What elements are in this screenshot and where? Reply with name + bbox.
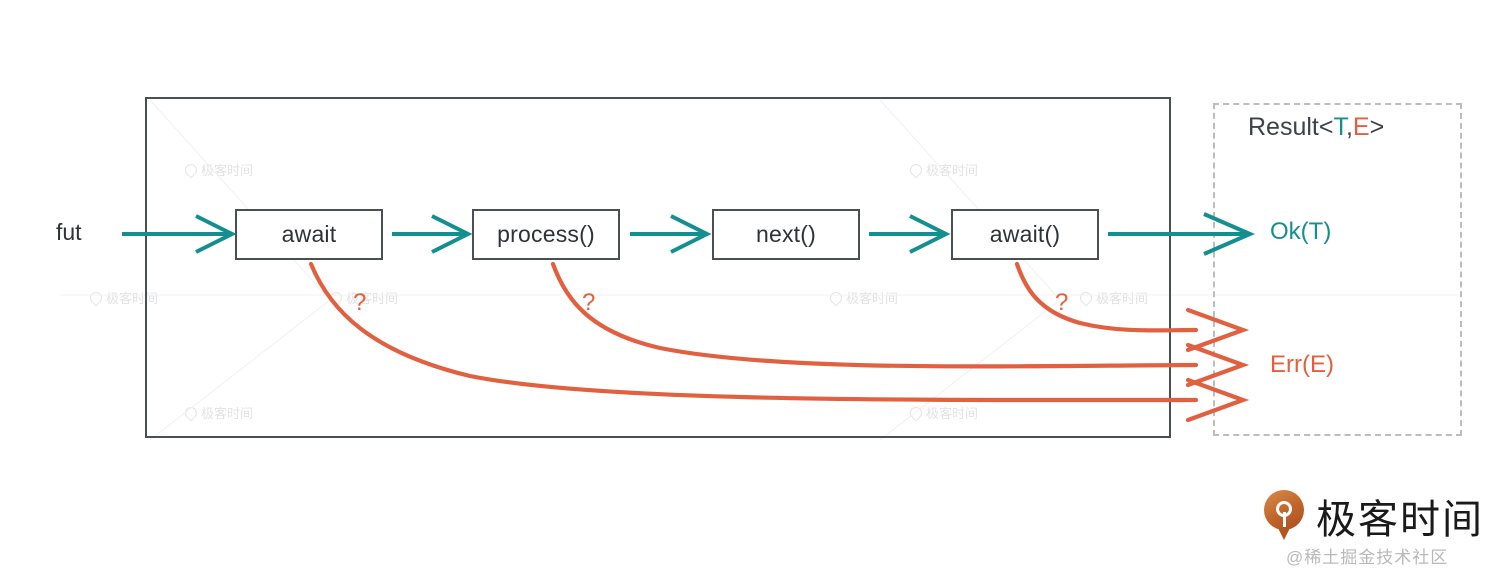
node-label: process() xyxy=(497,221,595,247)
async-pipeline-frame xyxy=(145,97,1171,438)
node-box-await[interactable]: await xyxy=(235,209,383,260)
geektime-pin-icon xyxy=(1262,490,1306,542)
error-curve-await xyxy=(308,261,1199,403)
arrow-next-to-await2 xyxy=(869,214,951,254)
result-generic-t: T xyxy=(1333,113,1346,141)
question-mark-await2: ? xyxy=(1055,289,1069,316)
arrow-fut-to-await xyxy=(122,214,237,254)
question-mark-process: ? xyxy=(582,289,596,316)
brand-subtitle: @稀土掘金技术社区 xyxy=(1286,548,1449,567)
result-generic-e: E xyxy=(1352,113,1370,141)
result-frame xyxy=(1213,103,1462,436)
node-box-process[interactable]: process() xyxy=(472,209,620,260)
error-curve-process xyxy=(550,261,1199,369)
node-box-next[interactable]: next() xyxy=(712,209,860,260)
node-box-await2[interactable]: await() xyxy=(951,209,1099,260)
error-arrowhead-middle xyxy=(1185,342,1250,388)
arrow-await2-to-ok xyxy=(1108,212,1256,256)
brand-watermark: 极客时间 xyxy=(1262,487,1484,545)
error-curve-await2 xyxy=(1014,261,1199,333)
result-comma: , xyxy=(1345,113,1353,141)
result-suffix: > xyxy=(1369,113,1385,141)
result-ok-label: Ok(T) xyxy=(1270,218,1332,245)
arrow-process-to-next xyxy=(630,214,712,254)
error-arrowhead-bottom xyxy=(1185,377,1250,423)
brand-name: 极客时间 xyxy=(1316,498,1484,542)
error-arrowhead-top xyxy=(1185,307,1250,353)
node-label: next() xyxy=(756,221,816,247)
question-mark-await: ? xyxy=(353,289,367,316)
node-label: await xyxy=(281,221,337,247)
node-label: await() xyxy=(989,221,1061,247)
result-err-label: Err(E) xyxy=(1270,351,1334,378)
pin-stem xyxy=(1283,512,1286,527)
arrow-await-to-process xyxy=(392,214,473,254)
result-type-label: Result<T,E> xyxy=(1248,113,1384,142)
result-prefix: Result< xyxy=(1248,113,1334,141)
input-label-fut: fut xyxy=(56,219,82,245)
